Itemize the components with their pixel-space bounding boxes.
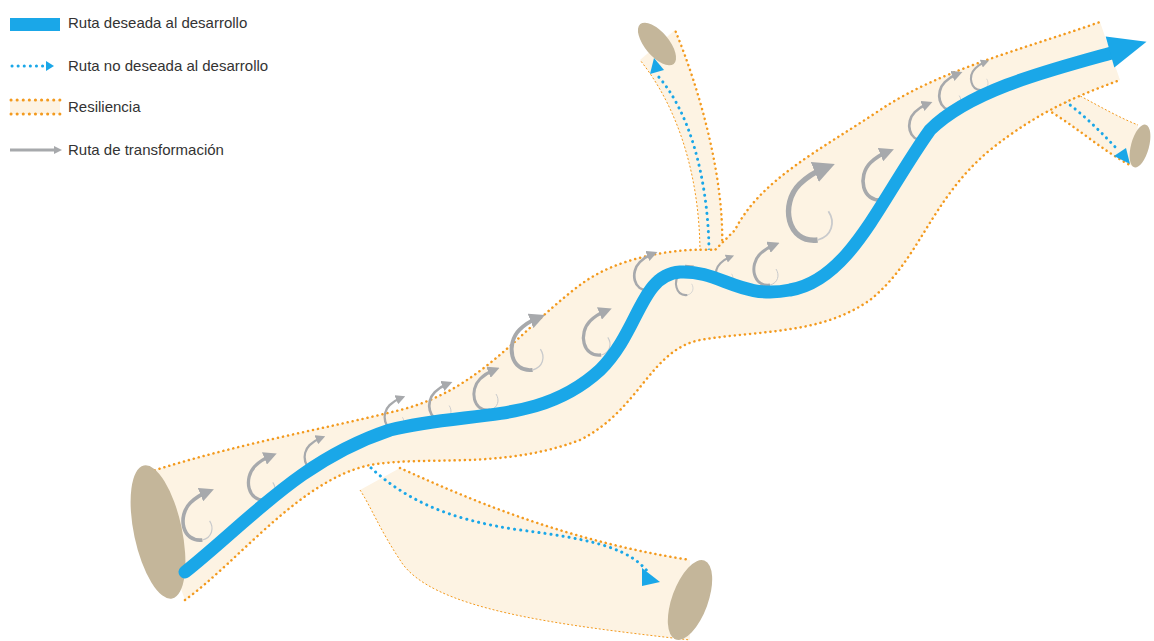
branch-tube [360,468,690,640]
resilience-border [140,22,1100,475]
undesired-route-head [650,58,664,74]
resilience-border [185,80,1120,600]
desired-route-head [1106,37,1147,68]
branch-edge [400,468,690,560]
dotted-arrow-sample-head [46,61,54,71]
transformation-arrow-sample [10,149,58,152]
undesired-route-head [642,568,660,586]
undesired-route-head [1114,148,1130,164]
desired-route [185,52,1115,572]
legend-label: Ruta deseada al desarrollo [68,14,247,32]
resilience-sample-border [11,100,60,114]
branch-edge [640,60,700,255]
resilience-tube [140,22,1120,600]
legend-swatch [10,18,60,31]
legend-label: Ruta no deseada al desarrollo [68,57,268,75]
branch-end [1126,122,1154,169]
undesired-route [656,74,709,250]
legend-label: Resiliencia [68,98,141,116]
branch-end [659,554,722,641]
resilience-sample [10,100,60,114]
branch-edge [360,490,690,640]
undesired-route [358,455,648,572]
dotted-arrow-sample [12,65,44,68]
branch-tube [640,30,722,255]
legend-label: Ruta de transformación [68,141,224,159]
